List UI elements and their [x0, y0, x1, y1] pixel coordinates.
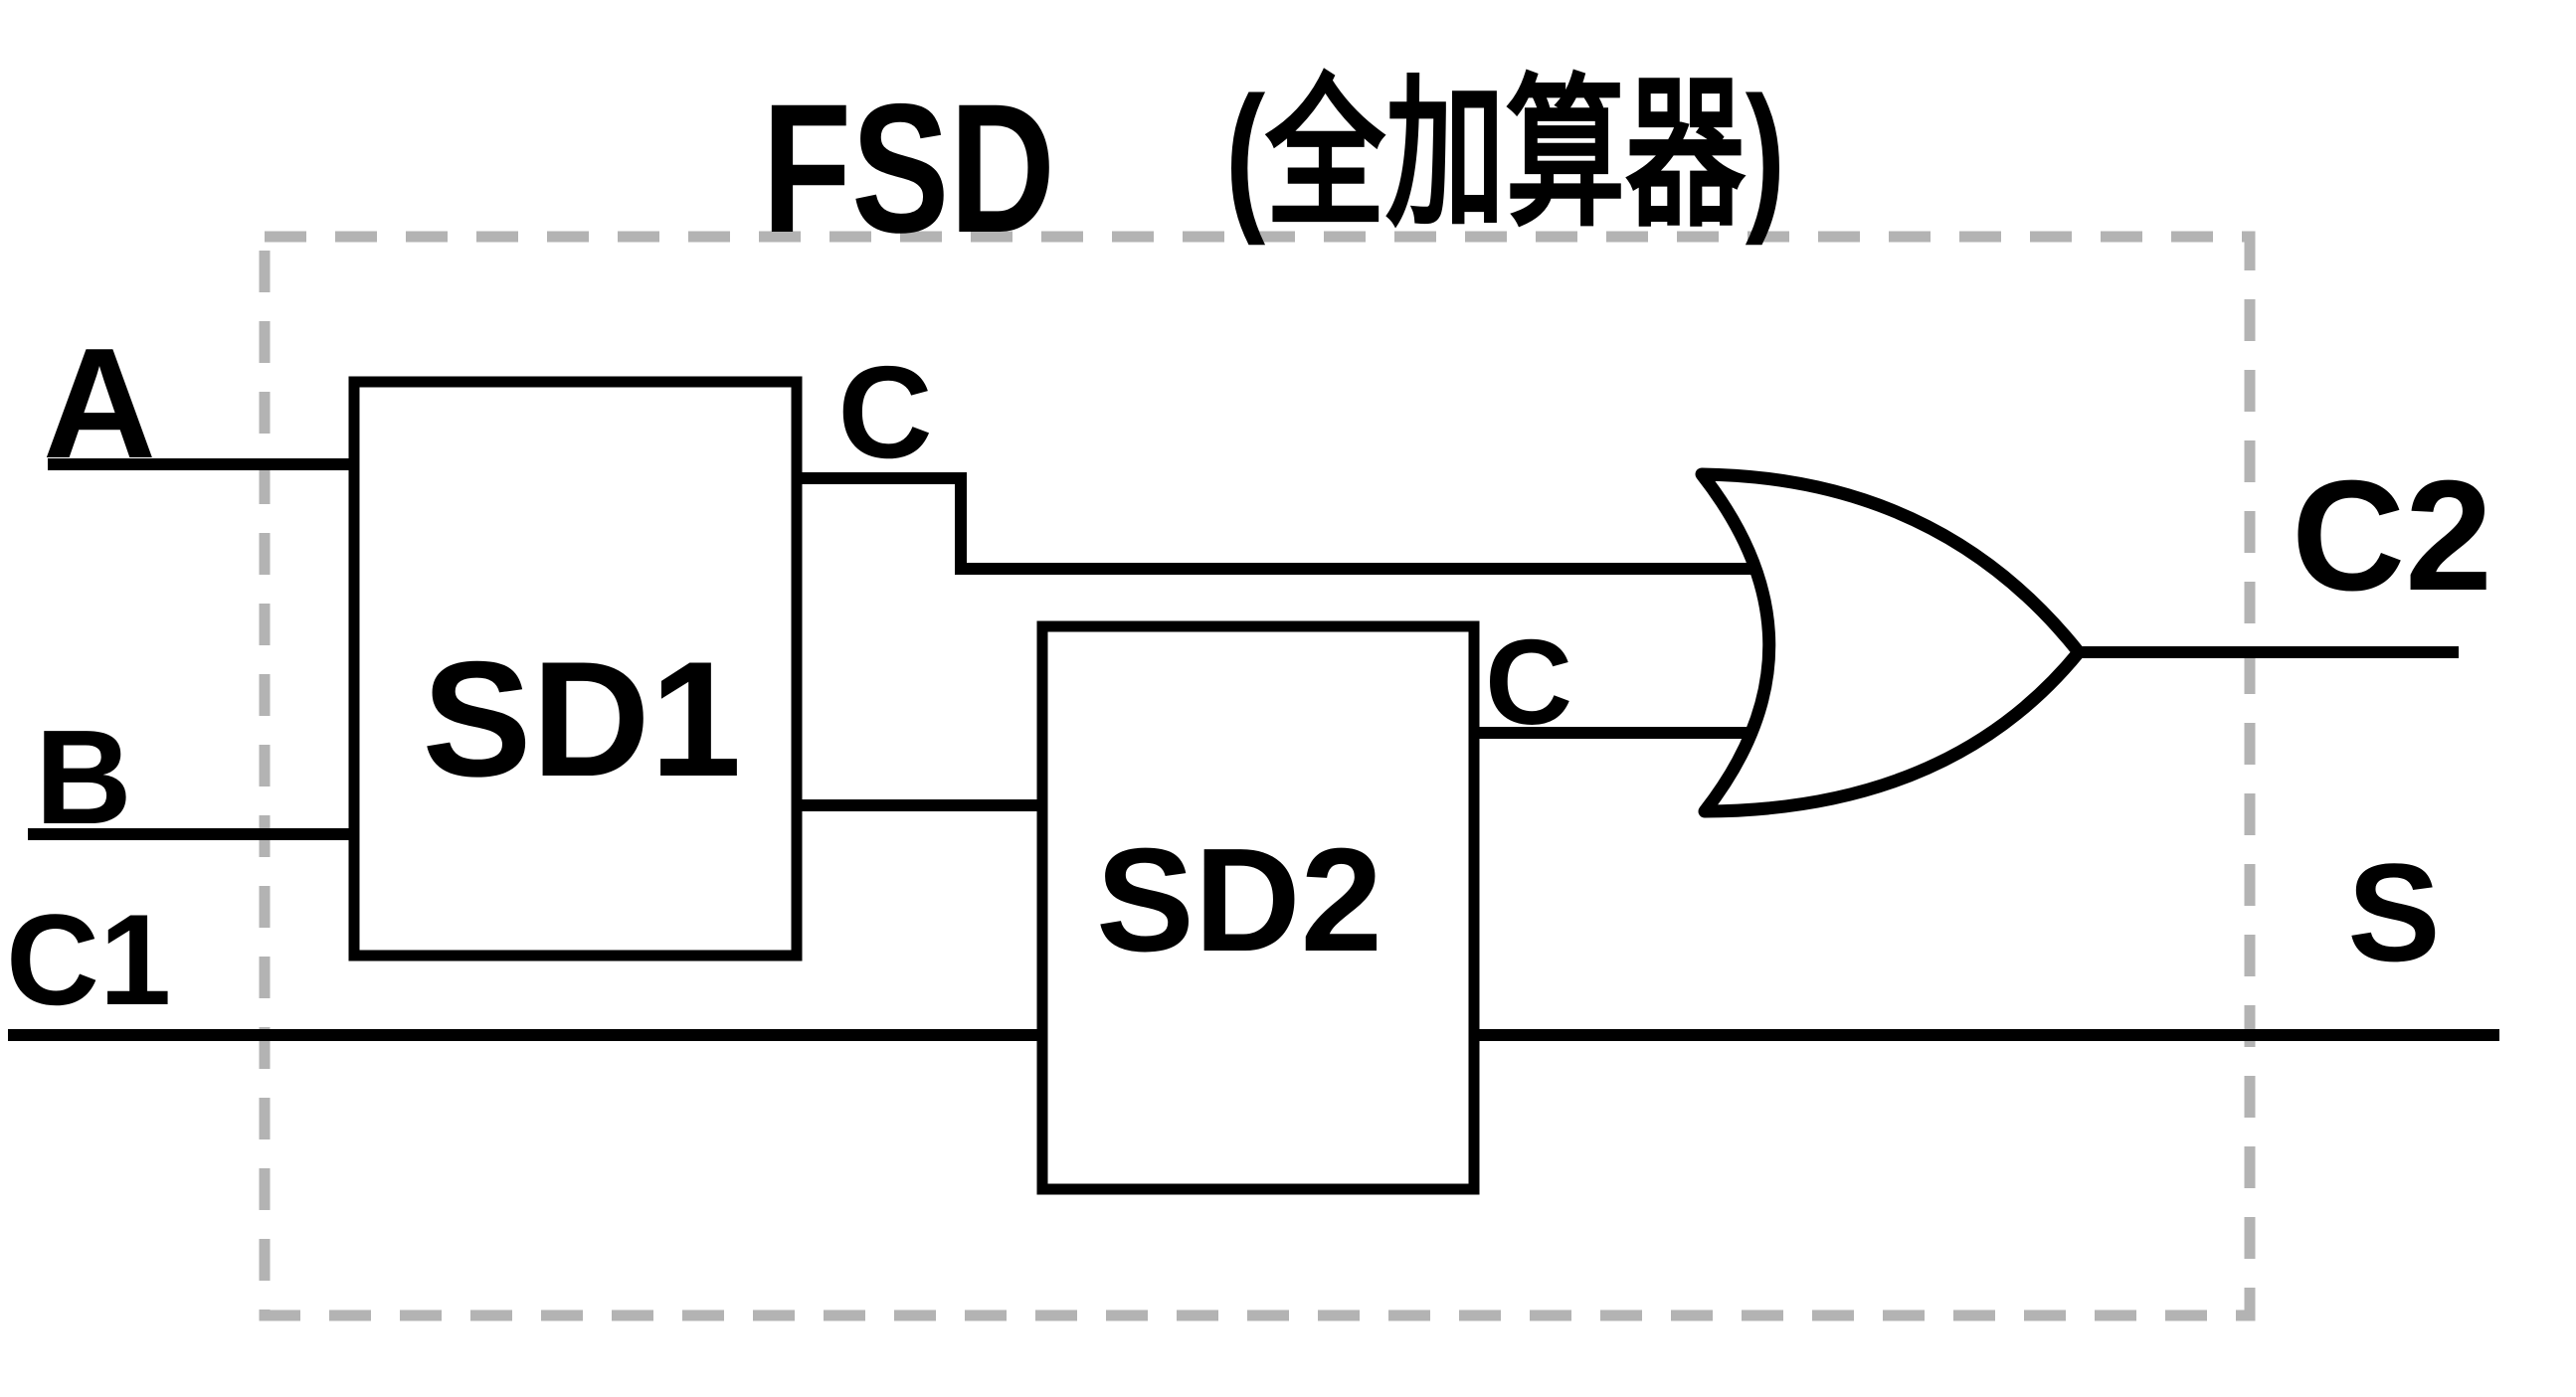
block-sd2-label: SD2	[1096, 818, 1382, 982]
block-sd1	[348, 376, 803, 961]
sd2-carry-label: C	[1485, 614, 1572, 750]
block-sd1-label: SD1	[423, 627, 742, 810]
title-annotation: (全加算器)	[1225, 63, 1785, 246]
input-c1-label: C1	[6, 887, 171, 1032]
block-sd2	[1036, 620, 1480, 1195]
title-text: FSD	[762, 67, 1055, 271]
sd1-carry-label: C	[837, 339, 932, 485]
input-a-label: A	[43, 316, 156, 491]
output-s-label: S	[2347, 834, 2440, 990]
wire-sd1-carry-to-or	[797, 472, 1762, 575]
output-c2-label: C2	[2292, 448, 2492, 623]
dashed-boundary-box	[259, 231, 2256, 1321]
input-b-label: B	[35, 702, 132, 852]
or-gate-icon	[1695, 467, 2086, 818]
